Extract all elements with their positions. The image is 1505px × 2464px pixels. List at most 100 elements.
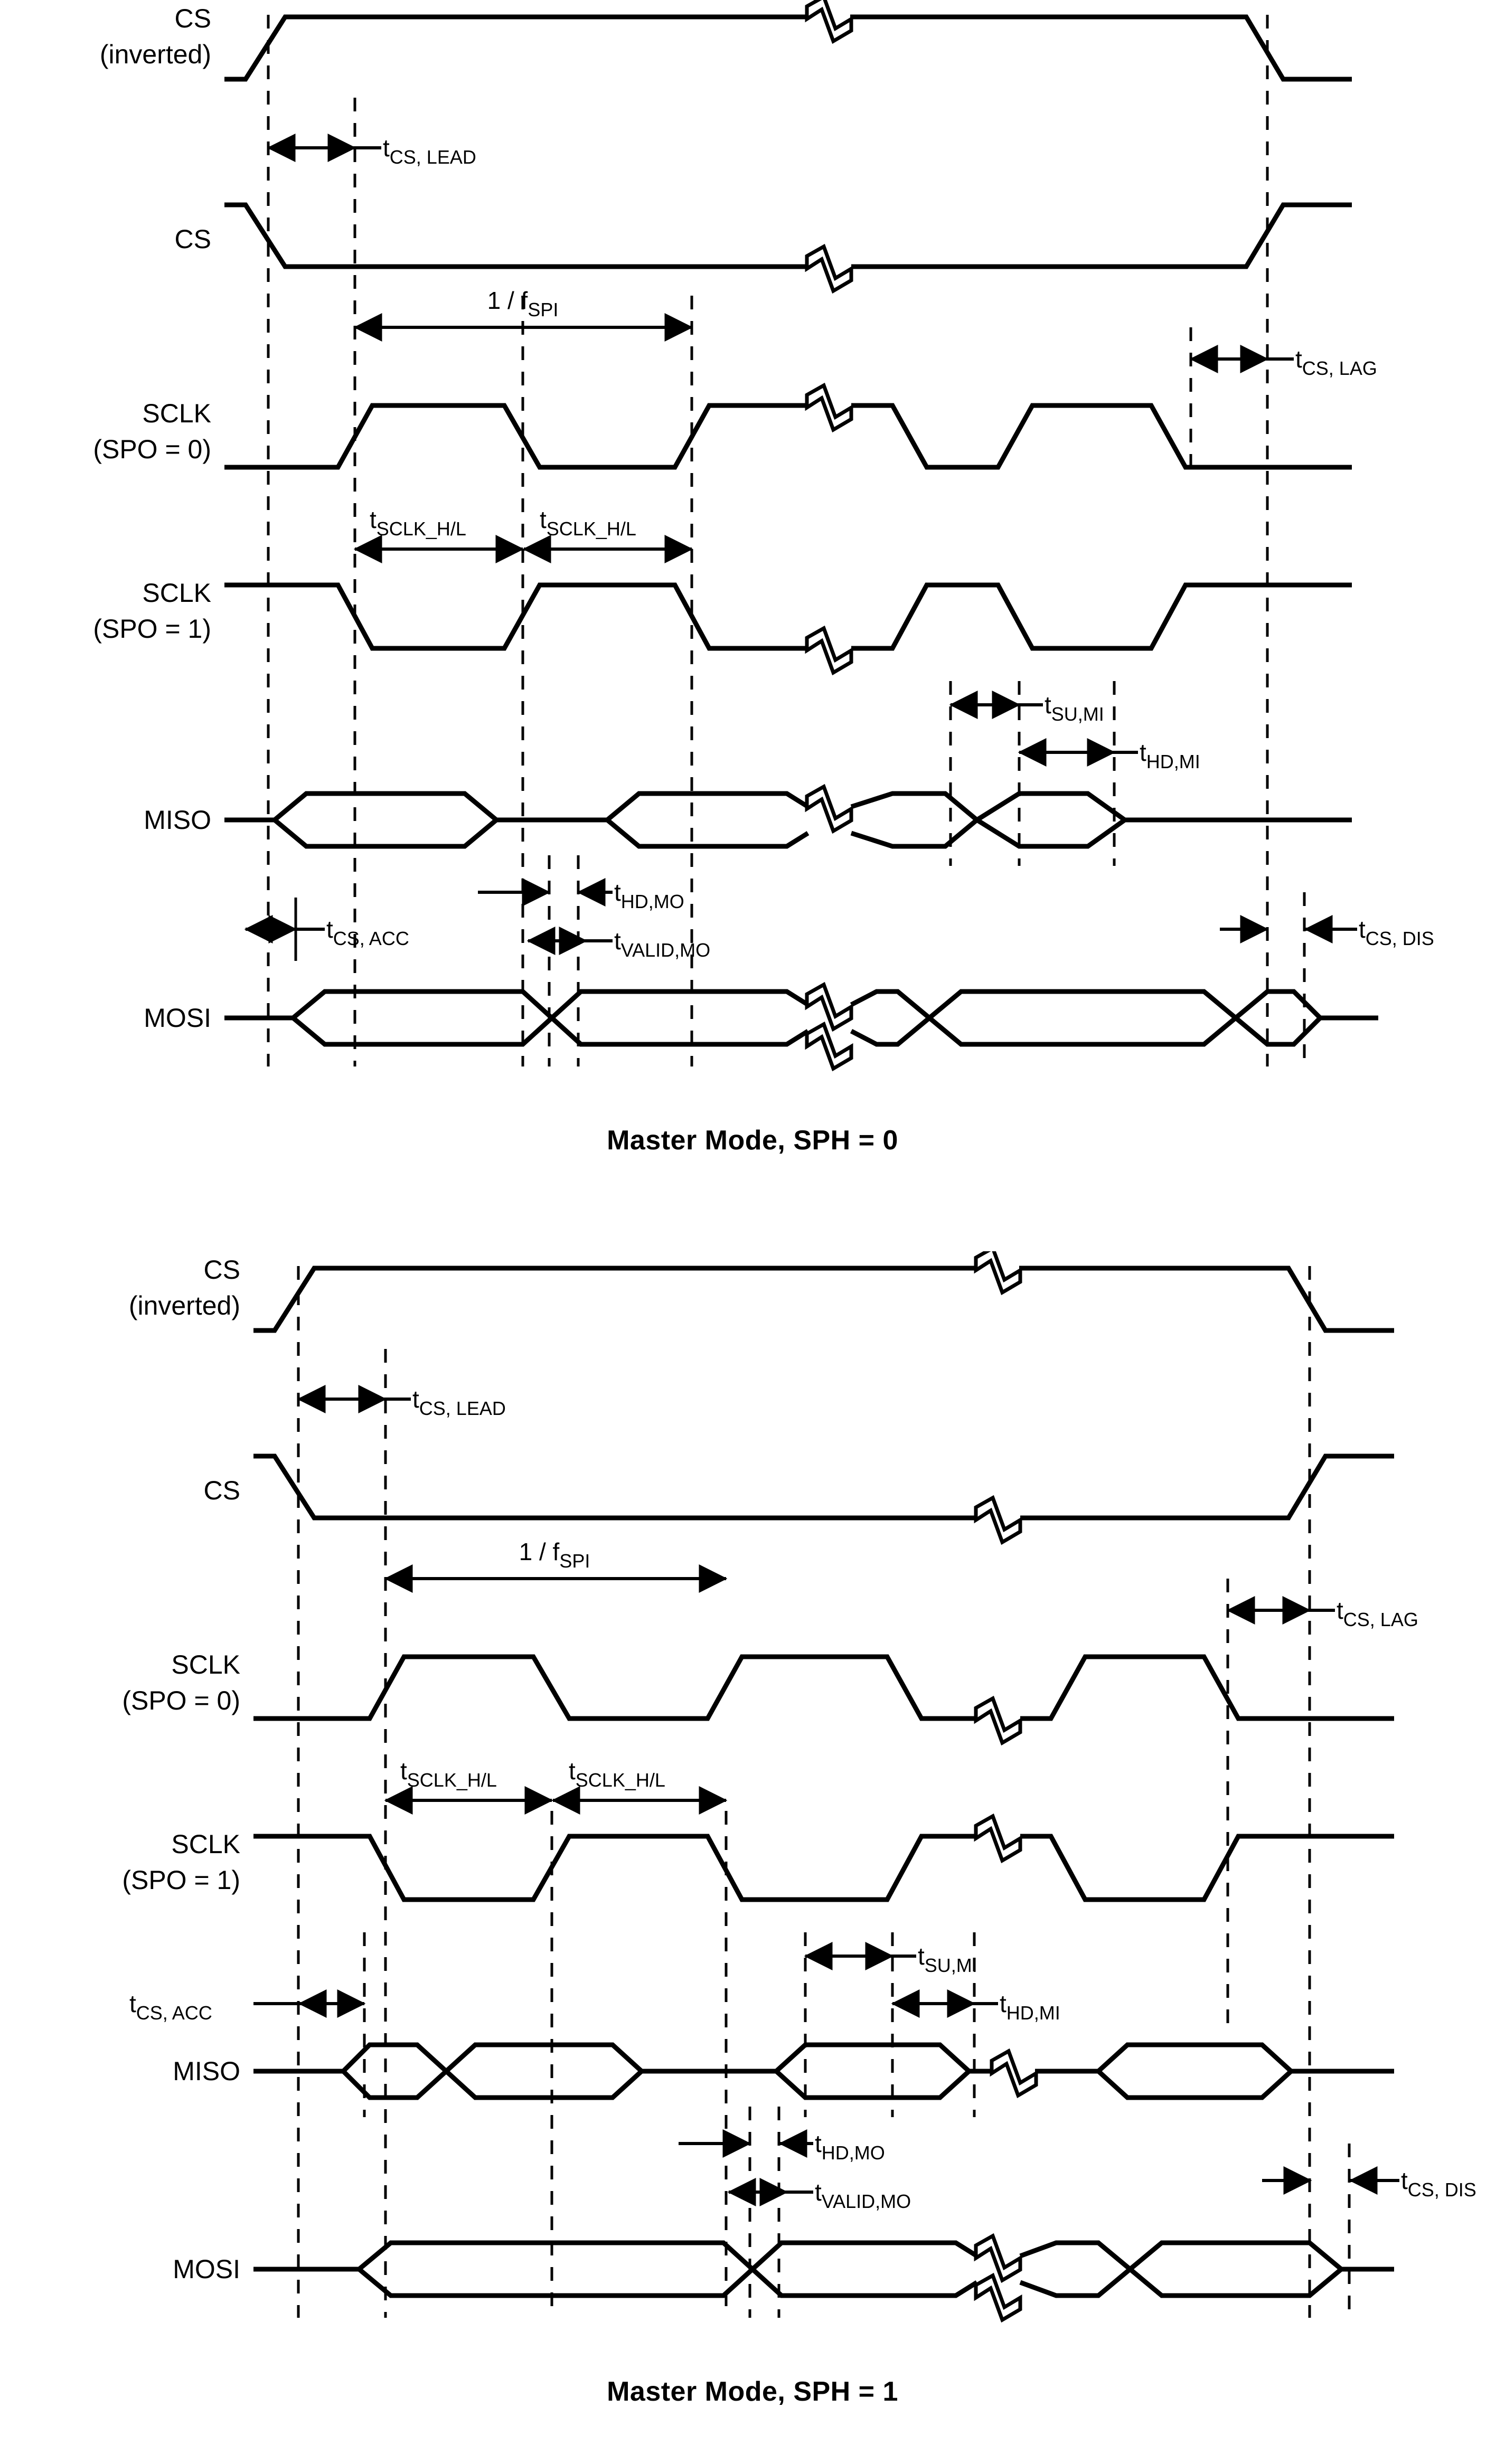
annotation-t-cs-lead: tCS, LEAD [267, 134, 476, 168]
signal-label-cs: CS [175, 224, 211, 254]
break-symbol [974, 2233, 1022, 2283]
label-t-cs-dis: tCS, DIS [1401, 2167, 1476, 2201]
reference-lines-group [267, 15, 1306, 1066]
annotation-t-hd-mi: tHD,MI [1018, 738, 1200, 772]
waveform-sclk-spo1 [224, 582, 1352, 651]
annotation-t-valid-mo: tVALID,MO [727, 2178, 911, 2212]
signal-row-miso: MISO [173, 2042, 1394, 2100]
signal-label-cs-inverted: CS [175, 4, 211, 33]
signal-sublabel-cs-inverted: (inverted) [100, 40, 211, 69]
annotation-t-cs-acc: tCS, ACC [244, 898, 409, 961]
signal-sublabel-sclk-spo0: (SPO = 0) [122, 1686, 240, 1715]
signal-row-sclk-spo0: SCLK (SPO = 0) [122, 1650, 1394, 1746]
label-t-valid-mo: tVALID,MO [614, 927, 710, 961]
signal-row-cs-inverted: CS (inverted) [129, 1251, 1394, 1333]
annotation-t-su-mi: tSU,MI [949, 691, 1104, 725]
label-t-cs-lead: tCS, LEAD [412, 1385, 506, 1419]
signal-label-sclk-spo0: SCLK [142, 399, 211, 428]
diagram-caption-sph1: Master Mode, SPH = 1 [607, 2376, 898, 2407]
waveform-miso [253, 2042, 1394, 2100]
signal-row-cs: CS [175, 202, 1352, 294]
annotation-t-cs-acc: tCS, ACC [129, 1989, 366, 2024]
break-symbol [990, 2048, 1038, 2099]
label-t-cs-dis: tCS, DIS [1359, 915, 1434, 949]
waveform-cs [253, 1453, 1394, 1521]
signal-sublabel-sclk-spo1: (SPO = 1) [122, 1865, 240, 1895]
annotation-t-hd-mo: tHD,MO [679, 2129, 885, 2164]
signal-label-sclk-spo0: SCLK [171, 1650, 240, 1679]
label-t-cs-lead: tCS, LEAD [383, 134, 476, 168]
break-symbol [805, 0, 853, 44]
waveform-sclk-spo0 [224, 403, 1352, 470]
label-period: 1 / fSPI [519, 1538, 590, 1572]
break-symbol [974, 1813, 1022, 1864]
label-t-su-mi: tSU,MI [1045, 691, 1104, 725]
annotation-t-valid-mo: tVALID,MO [526, 927, 710, 961]
signal-row-mosi: MOSI [173, 2233, 1394, 2323]
label-t-cs-lag: tCS, LAG [1295, 345, 1377, 379]
signal-row-sclk-spo1: SCLK (SPO = 1) [93, 578, 1352, 676]
break-symbol [805, 243, 853, 294]
waveform-sclk-spo1 [253, 1834, 1394, 1902]
signal-row-cs: CS [204, 1453, 1394, 1545]
waveform-cs [224, 202, 1352, 269]
annotation-t-sclk-hl-1: tSCLK_H/L [353, 506, 524, 563]
signal-row-mosi: MOSI [144, 981, 1378, 1072]
signal-row-miso: MISO [144, 783, 1352, 849]
annotation-t-cs-lag: tCS, LAG [1226, 1596, 1418, 1630]
annotation-t-sclk-hl-1: tSCLK_H/L [384, 1757, 553, 1815]
waveform-cs-inverted [253, 1266, 1394, 1333]
label-t-valid-mo: tVALID,MO [815, 2178, 911, 2212]
signal-label-miso: MISO [144, 805, 211, 835]
signal-row-sclk-spo0: SCLK (SPO = 0) [93, 382, 1352, 470]
signal-label-mosi: MOSI [144, 1003, 211, 1033]
label-t-sclk-hl-2: tSCLK_H/L [540, 506, 636, 540]
waveform-miso [224, 791, 1352, 849]
break-symbol [805, 625, 853, 676]
break-symbol [805, 1021, 853, 1072]
annotation-t-cs-dis: tCS, DIS [1262, 2166, 1476, 2201]
break-symbol [805, 382, 853, 433]
label-period: 1 / fSPI [487, 287, 559, 320]
label-t-cs-acc: tCS, ACC [326, 915, 409, 949]
label-t-sclk-hl-1: tSCLK_H/L [400, 1757, 497, 1791]
break-symbol [974, 1251, 1022, 1296]
signal-label-sclk-spo1: SCLK [142, 578, 211, 608]
break-symbol [974, 2272, 1022, 2323]
annotation-t-cs-lead: tCS, LEAD [297, 1385, 506, 1419]
waveform-mosi [224, 989, 1378, 1047]
signal-label-sclk-spo1: SCLK [171, 1829, 240, 1859]
break-symbol [805, 783, 853, 834]
label-t-sclk-hl-2: tSCLK_H/L [569, 1757, 665, 1791]
label-t-cs-lag: tCS, LAG [1337, 1597, 1418, 1630]
signal-label-mosi: MOSI [173, 2254, 240, 2284]
break-symbol [974, 1695, 1022, 1746]
signal-sublabel-cs-inverted: (inverted) [129, 1291, 240, 1320]
signal-row-cs-inverted: CS (inverted) [100, 0, 1352, 82]
label-t-su-mi: tSU,MI [918, 1942, 977, 1976]
label-t-hd-mo: tHD,MO [614, 879, 684, 912]
signal-sublabel-sclk-spo0: (SPO = 0) [93, 435, 211, 464]
diagram-caption-sph0: Master Mode, SPH = 0 [607, 1125, 898, 1156]
signal-label-miso: MISO [173, 2056, 240, 2086]
waveform-cs-inverted [224, 14, 1352, 82]
label-t-hd-mo: tHD,MO [815, 2130, 885, 2164]
label-t-hd-mi: tHD,MI [1000, 1990, 1060, 2024]
timing-diagram-sph1: CS (inverted) tCS, LEAD CS 1 / fSPI tCS,… [0, 1251, 1505, 2408]
break-symbol [974, 1495, 1022, 1545]
annotation-t-hd-mo: tHD,MO [478, 878, 684, 912]
annotation-t-sclk-hl-2: tSCLK_H/L [522, 506, 693, 563]
waveform-sclk-spo0 [253, 1654, 1394, 1721]
annotation-t-cs-dis: tCS, DIS [1220, 915, 1434, 949]
label-t-cs-acc: tCS, ACC [129, 1990, 212, 2024]
annotation-period: 1 / fSPI [384, 1538, 728, 1593]
label-t-hd-mi: tHD,MI [1140, 739, 1200, 772]
signal-row-sclk-spo1: SCLK (SPO = 1) [122, 1813, 1394, 1902]
annotation-t-cs-lag: tCS, LAG [1189, 345, 1377, 379]
signal-sublabel-sclk-spo1: (SPO = 1) [93, 614, 211, 644]
signal-label-cs-inverted: CS [204, 1255, 240, 1285]
annotation-t-sclk-hl-2: tSCLK_H/L [551, 1757, 728, 1815]
label-t-sclk-hl-1: tSCLK_H/L [370, 506, 466, 540]
signal-label-cs: CS [204, 1476, 240, 1505]
annotation-t-hd-mi: tHD,MI [891, 1989, 1060, 2024]
